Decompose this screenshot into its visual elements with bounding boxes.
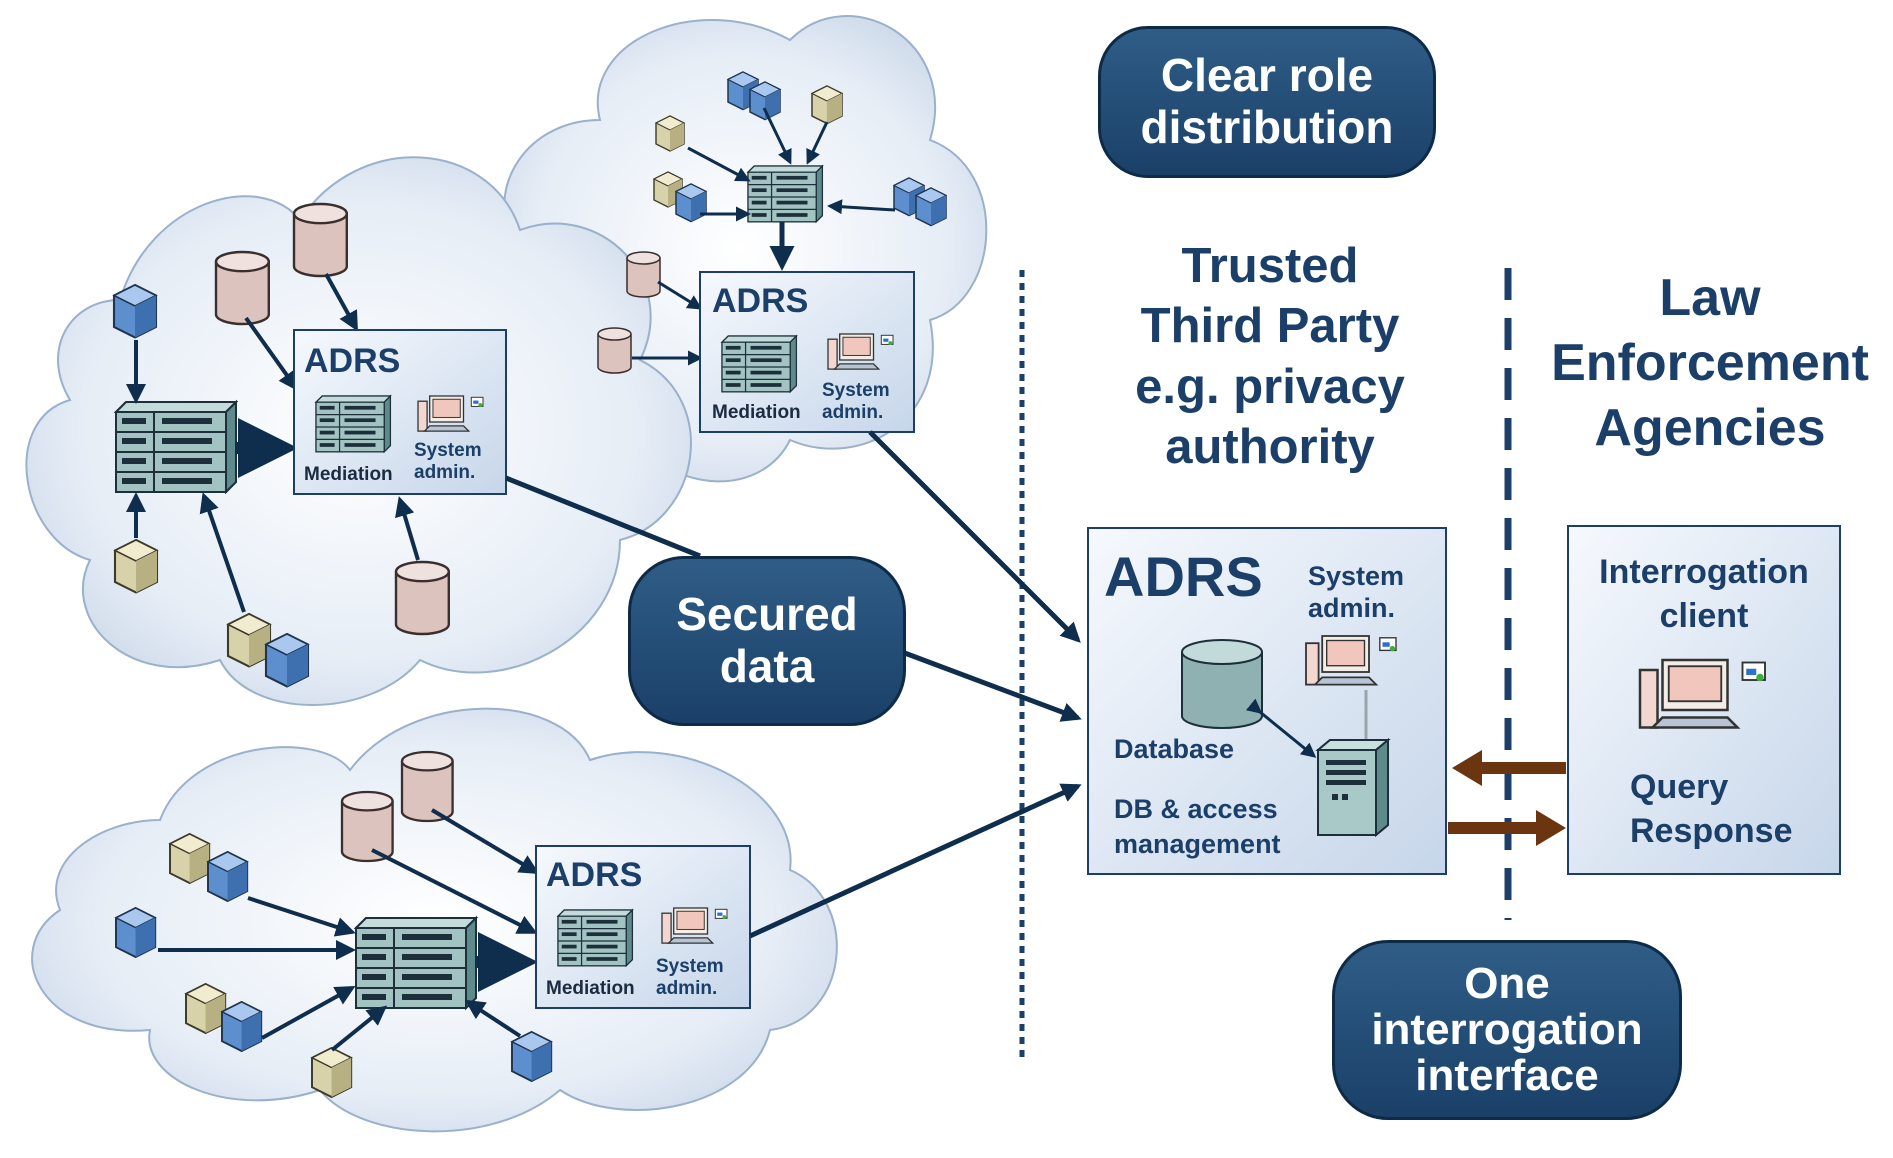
sysadmin-line: admin. [656,977,718,999]
node-icon [915,187,947,227]
top-cloud-devices [597,71,947,374]
database-icon [394,560,450,636]
central-sysadmin-label: System admin. [1308,560,1404,625]
sysadmin-line: System [414,440,482,461]
management-line: DB & access [1114,794,1278,824]
client-title: Interrogation client [1574,550,1834,638]
bottom-cloud-devices [115,750,553,1098]
sysadmin-label: System admin. [656,956,724,1000]
callout-one-interface: One interrogation interface [1332,940,1682,1120]
db-link-arrow [1245,698,1317,758]
callout-line: Secured [676,588,858,641]
mediation-label: Mediation [304,464,393,485]
mediation-icon [721,335,798,393]
heading-line: Agencies [1594,399,1826,457]
left-switch-icon [115,401,237,493]
database-label: Database [1114,734,1235,764]
sysadmin-line: admin. [414,461,476,483]
node-icon [169,833,211,884]
heading-trusted-third-party: Trusted Third Party e.g. privacy authori… [1090,236,1450,477]
sysadmin-label: System admin. [414,440,482,484]
node-icon [115,907,157,958]
database-icon [340,790,394,863]
bottom-switch-icon [355,917,477,1009]
sysadmin-line: System [1308,561,1405,591]
mediation-icon [315,395,392,453]
sysadmin-label: System admin. [822,380,890,424]
access-server-icon [1317,739,1389,836]
client-title-line: client [1659,597,1749,636]
database-icon [626,251,661,298]
node-icon [655,115,685,152]
callout-line: distribution [1140,101,1394,153]
node-icon [226,612,272,668]
heading-line: Third Party [1140,299,1400,354]
adrs-title: ADRS [546,856,643,894]
mediation-label: Mediation [712,402,801,423]
adrs-box-left [293,329,507,495]
left-cloud-devices [112,202,450,688]
node-icon [113,538,159,594]
node-icon [311,1047,353,1098]
management-line: management [1114,829,1281,860]
callout-line: interface [1415,1051,1599,1101]
central-adrs-box [1087,527,1447,875]
callout-line: interrogation [1371,1004,1643,1054]
sysadmin-line: System [656,956,724,977]
database-icon [597,327,632,374]
adrs-box-top [699,271,915,433]
node-icon [511,1031,553,1082]
client-title-line: Interrogation [1599,553,1809,591]
heading-line: e.g. privacy [1135,359,1405,414]
heading-line: Law [1659,269,1761,327]
node-icon [185,983,227,1034]
node-icon [675,183,707,223]
adrs-box-bottom [535,845,751,1009]
node-icon [749,81,781,121]
top-switch-icon [747,165,824,223]
sysadmin-line: admin. [822,401,884,423]
database-icon [400,750,454,823]
central-adrs-title: ADRS [1104,545,1263,608]
callout-role-distribution: Clear role distribution [1098,26,1436,178]
callout-line: One [1464,958,1550,1008]
callout-line: data [719,640,815,692]
response-label: Response [1630,812,1793,850]
node-icon [207,851,249,902]
database-icon [292,202,348,278]
callout-secured-data: Secured data [628,556,906,726]
node-icon [221,1001,263,1052]
heading-line: Trusted [1181,239,1359,293]
heading-law-enforcement: Law Enforcement Agencies [1540,266,1880,461]
database-icon [1181,639,1263,729]
secured-data-arrows [505,430,1082,939]
adrs-title: ADRS [712,282,809,320]
query-label: Query [1630,768,1729,806]
node-icon [811,85,843,125]
management-label: DB & access management [1114,792,1281,862]
node-icon [112,283,158,339]
heading-line: authority [1165,419,1375,474]
callout-line: Clear role [1160,49,1374,102]
query-response-arrows [1448,750,1566,846]
mediation-icon [557,909,634,967]
mediation-label: Mediation [546,978,635,999]
sysadmin-line: System [822,380,890,401]
heading-line: Enforcement [1551,334,1869,392]
node-icon [264,632,310,688]
interrogation-client-box [1567,525,1841,875]
sysadmin-line: admin. [1308,593,1396,624]
database-icon [214,250,270,326]
adrs-title: ADRS [304,342,401,380]
